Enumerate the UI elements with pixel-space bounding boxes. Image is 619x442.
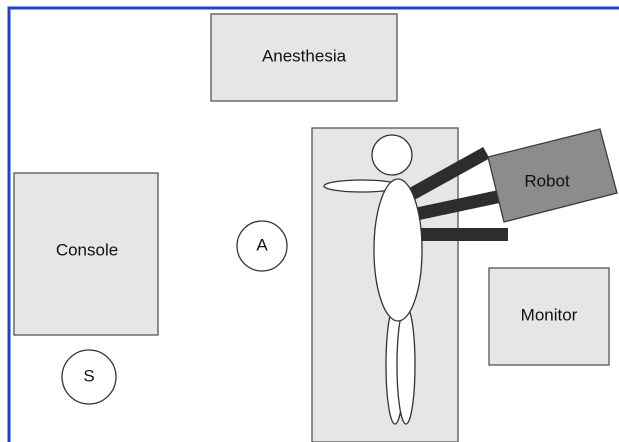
assistant-label: A: [256, 235, 268, 254]
monitor-label: Monitor: [521, 305, 578, 324]
robot-box: [487, 128, 618, 223]
robot-arm-middle: [402, 189, 502, 224]
robot-arm-lower: [417, 228, 508, 241]
assistant-marker: A: [236, 220, 288, 272]
robot-arm-upper: [404, 146, 490, 203]
robot-unit: Robot: [487, 128, 618, 223]
patient-torso: [373, 178, 423, 322]
assistant-circle: [236, 220, 288, 272]
room-border: [7, 6, 619, 442]
patient-right-leg: [396, 305, 416, 425]
surgeon-label: S: [83, 366, 94, 385]
surgeon-marker: S: [61, 349, 117, 405]
surgeon-circle: [61, 349, 117, 405]
console-station: Console: [13, 172, 159, 336]
monitor-box: [488, 267, 610, 366]
robot-label: Robot: [524, 171, 570, 190]
patient-head: [371, 134, 413, 176]
monitor-station: Monitor: [488, 267, 610, 366]
console-label: Console: [56, 240, 118, 259]
patient: [323, 134, 423, 425]
anesthesia-box: [210, 13, 398, 102]
robot-arms: [402, 146, 508, 241]
anesthesia-station: Anesthesia: [210, 13, 398, 102]
anesthesia-label: Anesthesia: [262, 46, 347, 65]
console-box: [13, 172, 159, 336]
